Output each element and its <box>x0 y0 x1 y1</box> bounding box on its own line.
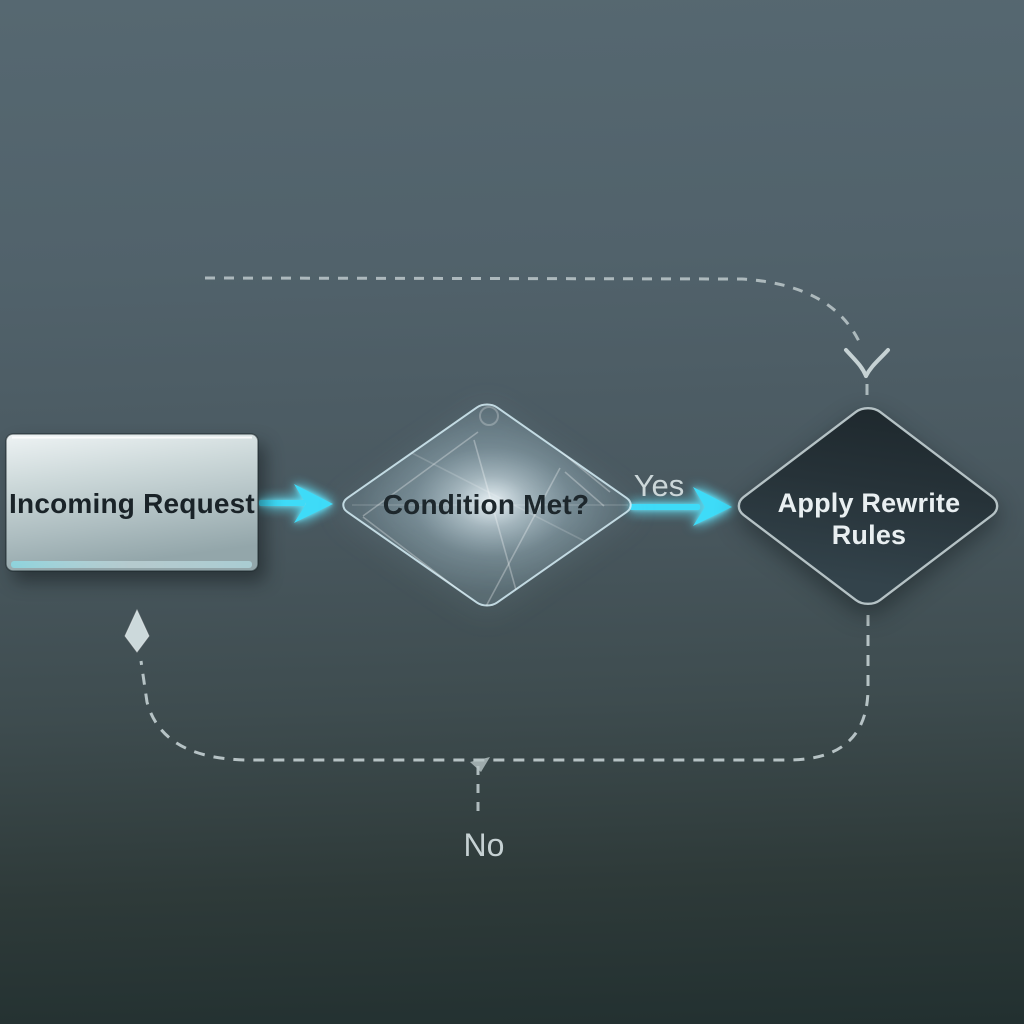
node-apply-rewrite-rules-label-line1: Apply Rewrite <box>778 488 961 518</box>
edge-dashed-top <box>204 276 864 349</box>
node-incoming-request-label: Incoming Request <box>9 488 255 519</box>
node-condition-met-label: Condition Met? <box>383 489 590 520</box>
node-incoming-request: Incoming Request <box>5 433 259 572</box>
arrowhead-junction-icon <box>470 757 490 772</box>
arrowhead-down-icon <box>844 348 890 378</box>
edge-label-yes: Yes <box>634 468 685 503</box>
edge-condition-to-rules <box>630 487 732 526</box>
solid-edges <box>259 484 732 526</box>
arrowhead-up-icon <box>124 608 150 653</box>
edge-request-to-condition <box>259 484 333 523</box>
glass-swirl-detail <box>479 406 499 426</box>
edge-dashed-no-loop <box>139 615 870 762</box>
dashed-edges <box>139 276 870 812</box>
edge-label-no: No <box>464 827 505 863</box>
node-apply-rewrite-rules-label-line2: Rules <box>832 520 907 550</box>
node-apply-rewrite-rules: Apply Rewrite Rules <box>732 403 1005 609</box>
rect-bottom-highlight <box>11 561 252 568</box>
node-condition-met: Condition Met? <box>337 400 636 610</box>
